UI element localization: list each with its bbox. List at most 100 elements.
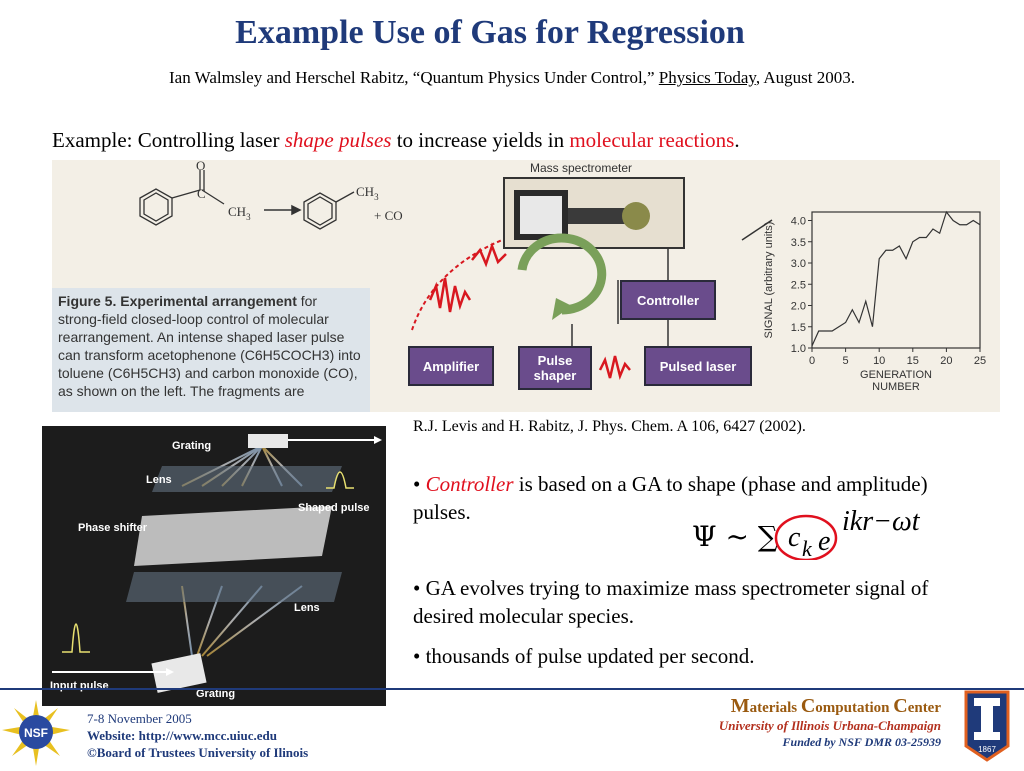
citation-suffix: , August 2003. xyxy=(755,68,856,87)
phase-shifter-plate xyxy=(134,506,332,566)
bullet-mark: • xyxy=(413,472,426,496)
top-grating xyxy=(248,434,288,448)
equation-k: k xyxy=(802,536,813,560)
y-tick-label: 4.0 xyxy=(791,216,806,228)
signal-series-line xyxy=(811,210,981,347)
example-text-2: to increase yields in xyxy=(391,128,570,152)
chem-o: O xyxy=(196,160,205,173)
input-arrow-icon xyxy=(166,668,174,676)
y-tick-label: 1.5 xyxy=(791,322,806,334)
output-arrow-icon xyxy=(374,436,382,444)
bullet-controller: • Controller is based on a GA to shape (… xyxy=(413,470,953,526)
nsf-logo: NSF xyxy=(2,700,70,766)
figure-caption: Figure 5. Experimental arrangement for s… xyxy=(52,288,370,412)
loop-arrowhead-icon xyxy=(552,298,572,320)
detector xyxy=(622,202,650,230)
footer-website[interactable]: Website: http://www.mcc.uiuc.edu xyxy=(87,728,277,743)
y-tick-label: 3.0 xyxy=(791,258,806,270)
pulse-wave-icon xyxy=(471,242,507,268)
footer-copyright: ©Board of Trustees University of Ilinois xyxy=(87,745,309,760)
x-axis-label-line2: NUMBER xyxy=(872,381,920,393)
x-tick-label: 10 xyxy=(873,355,885,367)
example-text-1: Example: Controlling laser xyxy=(52,128,285,152)
equation-e: e xyxy=(818,526,830,557)
x-axis-label: GENERATION xyxy=(860,369,932,381)
nsf-logo-text: NSF xyxy=(24,726,48,740)
equation-psi: Ψ ~ ∑ xyxy=(692,520,778,553)
beam-path xyxy=(411,239,503,331)
bullet-ga-evolves: • GA evolves trying to maximize mass spe… xyxy=(413,576,929,628)
x-tick-label: 5 xyxy=(843,355,849,367)
signal-chart: 1.0 1.5 2.0 2.5 3.0 3.5 4.0 0 5 10 15 20 25GENERATIO… xyxy=(763,210,986,393)
university-name: University of Illinois Urbana-Champaign xyxy=(718,718,941,733)
wavefunction-equation: Ψ ~ ∑ c k e ikr−ωt xyxy=(692,500,982,568)
footer-date: 7-8 November 2005 xyxy=(87,711,192,726)
example-line: Example: Controlling laser shape pulses … xyxy=(52,128,740,153)
bottom-grating xyxy=(151,653,207,693)
y-axis-label: SIGNAL (arbitrary units) xyxy=(763,222,775,339)
illinois-year: 1867 xyxy=(978,745,996,754)
shaped-pulse-icon xyxy=(428,277,472,313)
y-tick-label: 1.0 xyxy=(791,343,806,355)
bullet-text: is based on a GA to shape (phase and amp… xyxy=(413,472,928,524)
caption-title: Figure 5. Experimental arrangement xyxy=(58,293,297,309)
citation: Ian Walmsley and Herschel Rabitz, “Quant… xyxy=(0,68,1024,88)
chem-ch3-b: CH3 xyxy=(356,184,379,202)
equation-c: c xyxy=(788,522,801,553)
loop-arrow-icon xyxy=(517,233,607,315)
flight-tube xyxy=(568,208,628,224)
x-tick-label: 20 xyxy=(940,355,952,367)
bullet-thousands: • thousands of pulse updated per second. xyxy=(413,644,755,668)
chem-c: C xyxy=(197,186,206,201)
bottom-lens xyxy=(126,572,342,602)
pulse-shaper-optics-image: Grating Lens Phase shifter Shaped pulse … xyxy=(42,426,386,706)
y-tick-label: 2.5 xyxy=(791,279,806,291)
bullet-highlight: Controller xyxy=(425,472,514,496)
x-tick-label: 15 xyxy=(907,355,919,367)
y-tick-label: 2.0 xyxy=(791,301,806,313)
example-highlight-2: molecular reactions xyxy=(569,128,735,152)
pulsed-laser-box: Pulsed laser xyxy=(644,346,752,386)
citation-prefix: Ian Walmsley and Herschel Rabitz, “Quant… xyxy=(168,68,659,87)
optics-label-grating-top: Grating xyxy=(172,440,212,452)
chem-ch3-a: CH3 xyxy=(228,204,251,222)
y-tick-label: 3.5 xyxy=(791,237,806,249)
optics-label-grating-bottom: Grating xyxy=(196,688,236,700)
example-highlight-1: shape pulses xyxy=(284,128,392,152)
mass-spectrometer-label: Mass spectrometer xyxy=(530,161,632,175)
citation-journal: Physics Today xyxy=(658,68,756,87)
pulse-shaper-box: Pulse shaper xyxy=(518,346,592,390)
optics-label-lens-top: Lens xyxy=(146,474,172,486)
chart-frame xyxy=(811,211,981,349)
footer-right: Materials Computation Center University … xyxy=(718,695,941,751)
slide-title: Example Use of Gas for Regression xyxy=(235,14,745,51)
equation-exponent: ikr−ωt xyxy=(842,506,921,537)
x-tick-label: 0 xyxy=(809,355,815,367)
controller-box: Controller xyxy=(620,280,716,320)
acetophenone-structure xyxy=(139,170,225,226)
optics-label-input-pulse: Input pulse xyxy=(50,680,109,692)
example-text-3: . xyxy=(734,128,740,152)
amplifier-box: Amplifier xyxy=(408,346,494,386)
chamber-window xyxy=(520,196,562,234)
connectors xyxy=(571,219,773,346)
optics-label-lens-bottom: Lens xyxy=(294,602,320,614)
mcc-name: Materials Computation Center xyxy=(730,695,941,717)
laser-pulse-icon xyxy=(598,355,631,380)
figure-diagram: O C CH3 CH3 + CO Mass spectrometer xyxy=(139,160,986,393)
equation-svg: Ψ ~ ∑ c k e ikr−ωt xyxy=(692,506,921,562)
toluene-structure xyxy=(303,191,355,230)
footer-left: 7-8 November 2005 Website: http://www.mc… xyxy=(87,710,308,761)
input-pulse-icon xyxy=(62,623,90,653)
funding-note: Funded by NSF DMR 03-25939 xyxy=(782,735,941,749)
experimental-figure: O C CH3 CH3 + CO Mass spectrometer xyxy=(52,160,1000,412)
x-tick-label: 25 xyxy=(974,355,986,367)
optics-drawing xyxy=(52,434,382,693)
footer-divider xyxy=(0,688,1024,690)
optics-label-phase-shifter: Phase shifter xyxy=(78,522,148,534)
shaped-pulse-curve-icon xyxy=(326,471,354,489)
chem-co: + CO xyxy=(374,208,403,223)
reaction-arrow-icon xyxy=(264,204,302,216)
optics-label-shaped-pulse: Shaped pulse xyxy=(298,502,370,514)
caption-body: for strong-field closed-loop control of … xyxy=(58,293,361,399)
